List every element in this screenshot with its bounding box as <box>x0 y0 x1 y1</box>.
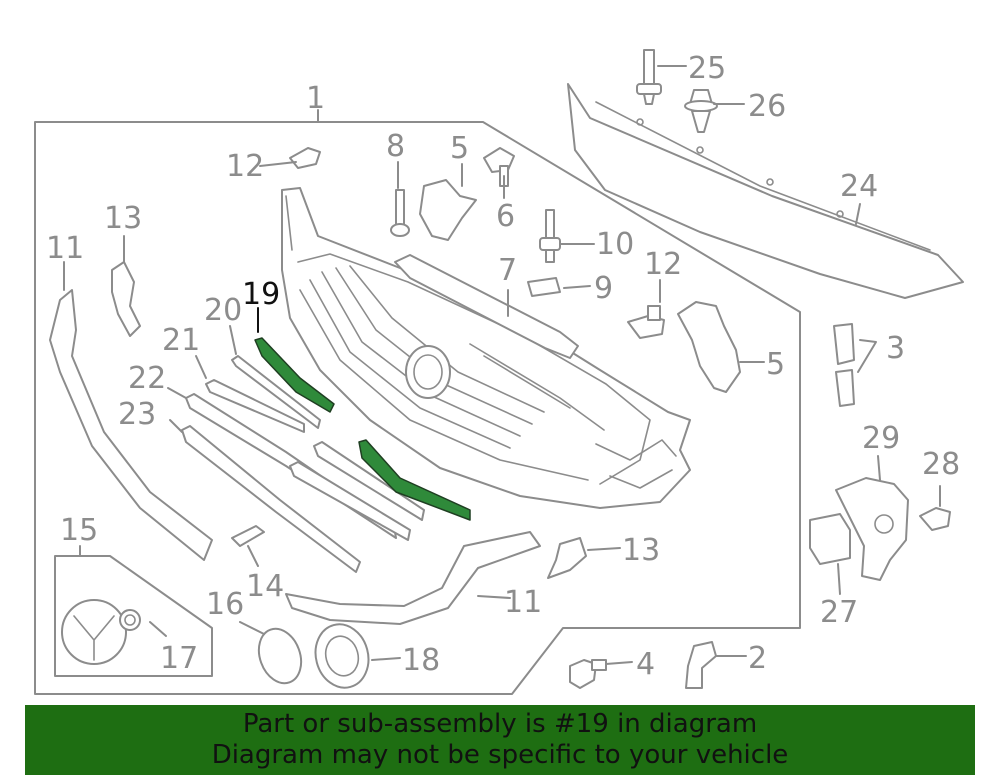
callout-17: 17 <box>160 641 198 676</box>
bolt-28 <box>919 507 951 531</box>
clip-3 <box>833 323 855 407</box>
emblem-inset-box <box>54 555 213 677</box>
callout-22: 22 <box>128 361 166 396</box>
bracket-7 <box>394 254 579 359</box>
bolt-25 <box>636 49 662 105</box>
callout-28: 28 <box>922 447 960 482</box>
callout-18: 18 <box>402 643 440 678</box>
leader-lines <box>63 65 941 665</box>
bracket-13-left <box>111 261 141 337</box>
bar-20 <box>231 355 321 429</box>
clip-2 <box>685 641 717 689</box>
pad-9 <box>527 277 561 297</box>
callout-5-right: 5 <box>766 347 785 382</box>
bracket-13-right <box>547 537 587 579</box>
callout-5-upper: 5 <box>450 131 469 166</box>
trim-14 <box>231 525 265 547</box>
callout-15: 15 <box>60 513 98 548</box>
upper-shield-part <box>567 83 964 299</box>
bracket-29-hole <box>874 514 894 534</box>
callout-12-left: 12 <box>226 149 264 184</box>
callout-11-left: 11 <box>46 231 84 266</box>
callout-24: 24 <box>840 169 878 204</box>
callout-3: 3 <box>886 331 905 366</box>
callout-4: 4 <box>636 647 655 682</box>
molding-11-left <box>49 289 213 561</box>
callout-21: 21 <box>162 323 200 358</box>
callout-numbers: 1 12 8 5 6 7 9 10 12 5 3 24 25 26 13 11 … <box>46 51 960 682</box>
clip-26 <box>684 89 718 133</box>
bracket-5-upper <box>419 179 477 241</box>
callout-10: 10 <box>596 227 634 262</box>
callout-6: 6 <box>496 199 515 234</box>
bolt-8 <box>390 189 410 237</box>
callout-29: 29 <box>862 421 900 456</box>
highlight-19-lower <box>358 439 471 521</box>
callout-14: 14 <box>246 569 284 604</box>
bolt-12-left <box>289 147 321 169</box>
bolt-10 <box>539 209 561 263</box>
callout-1: 1 <box>306 81 325 116</box>
bar-21 <box>205 379 305 433</box>
banner-line-1: Part or sub-assembly is #19 in diagram <box>242 709 758 739</box>
callout-11-bottom: 11 <box>504 585 542 620</box>
info-banner: Part or sub-assembly is #19 in diagram D… <box>25 705 975 775</box>
lens-16 <box>257 627 303 685</box>
callout-26: 26 <box>748 89 786 124</box>
molding-11-bottom <box>285 531 541 625</box>
bracket-5-right <box>677 301 741 393</box>
callout-19: 19 <box>242 277 280 312</box>
callout-8: 8 <box>386 129 405 164</box>
ring-18 <box>314 623 370 689</box>
bar-lower-b <box>313 441 425 521</box>
callout-20: 20 <box>204 293 242 328</box>
assembly-outline <box>34 121 801 695</box>
emblem-15 <box>61 599 127 665</box>
screw-4 <box>569 659 607 689</box>
callout-16: 16 <box>206 587 244 622</box>
bolt-6 <box>483 147 515 187</box>
bar-23 <box>181 425 361 573</box>
callout-12-right: 12 <box>644 247 682 282</box>
banner-line-2: Diagram may not be specific to your vehi… <box>211 740 789 770</box>
callout-25: 25 <box>688 51 726 86</box>
callout-7: 7 <box>498 253 517 288</box>
highlight-19-upper <box>254 337 335 413</box>
bolt-12-right <box>627 305 665 339</box>
callout-13-right: 13 <box>622 533 660 568</box>
callout-9: 9 <box>594 271 613 306</box>
sensor-27 <box>809 513 851 565</box>
bracket-29 <box>835 477 909 581</box>
callout-23: 23 <box>118 397 156 432</box>
bar-lower-a <box>289 461 411 541</box>
callout-13-left: 13 <box>104 201 142 236</box>
clip-17 <box>119 609 141 631</box>
callout-2: 2 <box>748 641 767 676</box>
callout-27: 27 <box>820 595 858 630</box>
